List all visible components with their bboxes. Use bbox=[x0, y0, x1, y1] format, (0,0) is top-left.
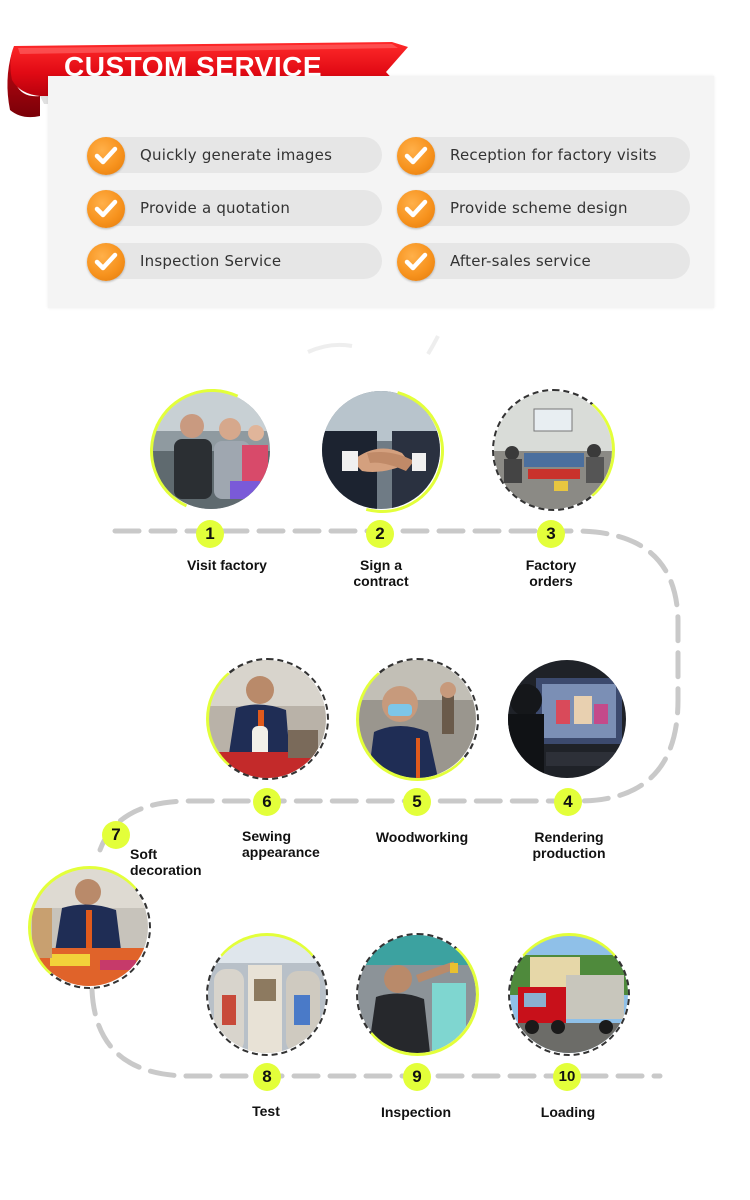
step-label: Test bbox=[252, 1103, 280, 1119]
step-label: Loading bbox=[540, 1104, 596, 1120]
step-number-badge: 4 bbox=[554, 788, 582, 816]
check-icon bbox=[87, 190, 125, 228]
check-icon bbox=[87, 243, 125, 281]
step-number-badge: 5 bbox=[403, 788, 431, 816]
visit-factory-photo bbox=[152, 391, 270, 509]
step-number-badge: 8 bbox=[253, 1063, 281, 1091]
service-item: Provide a quotation bbox=[87, 190, 382, 228]
sewing-appearance-photo bbox=[208, 660, 326, 778]
service-label: Provide scheme design bbox=[450, 199, 628, 217]
service-item: Provide scheme design bbox=[397, 190, 690, 228]
step-label: Sewing appearance bbox=[242, 828, 320, 860]
step-number-badge: 2 bbox=[366, 520, 394, 548]
step-number-badge: 9 bbox=[403, 1063, 431, 1091]
service-item: After-sales service bbox=[397, 243, 690, 281]
service-label: Inspection Service bbox=[140, 252, 282, 270]
step-label: Soft decoration bbox=[130, 846, 202, 878]
service-item: Quickly generate images bbox=[87, 137, 382, 175]
decorative-swoosh bbox=[307, 335, 440, 356]
step-label: Factory orders bbox=[525, 557, 577, 589]
service-label: Reception for factory visits bbox=[450, 146, 657, 164]
step-label: Inspection bbox=[380, 1104, 451, 1120]
service-panel: Quickly generate images Reception for fa… bbox=[48, 76, 714, 308]
step-number-badge: 10 bbox=[553, 1063, 581, 1091]
step-number-badge: 3 bbox=[537, 520, 565, 548]
step-number-badge: 7 bbox=[102, 821, 130, 849]
check-icon bbox=[397, 190, 435, 228]
rendering-production-photo bbox=[508, 660, 626, 778]
step-label: Visit factory bbox=[187, 557, 267, 573]
service-item: Inspection Service bbox=[87, 243, 382, 281]
loading-photo bbox=[510, 935, 628, 1053]
check-icon bbox=[397, 243, 435, 281]
inspection-photo bbox=[358, 935, 476, 1053]
service-label: Quickly generate images bbox=[140, 146, 333, 164]
step-number-badge: 1 bbox=[196, 520, 224, 548]
soft-decoration-photo bbox=[30, 868, 148, 986]
service-item: Reception for factory visits bbox=[397, 137, 690, 175]
check-icon bbox=[397, 137, 435, 175]
step-label: Woodworking bbox=[375, 829, 469, 845]
step-number-badge: 6 bbox=[253, 788, 281, 816]
check-icon bbox=[87, 137, 125, 175]
step-label: Rendering production bbox=[532, 829, 606, 861]
factory-orders-photo bbox=[494, 391, 612, 509]
service-label: Provide a quotation bbox=[140, 199, 291, 217]
step-label: Sign a contract bbox=[353, 557, 409, 589]
service-label: After-sales service bbox=[450, 252, 591, 270]
sign-contract-photo bbox=[322, 391, 440, 509]
woodworking-photo bbox=[358, 660, 476, 778]
test-photo bbox=[208, 935, 326, 1053]
